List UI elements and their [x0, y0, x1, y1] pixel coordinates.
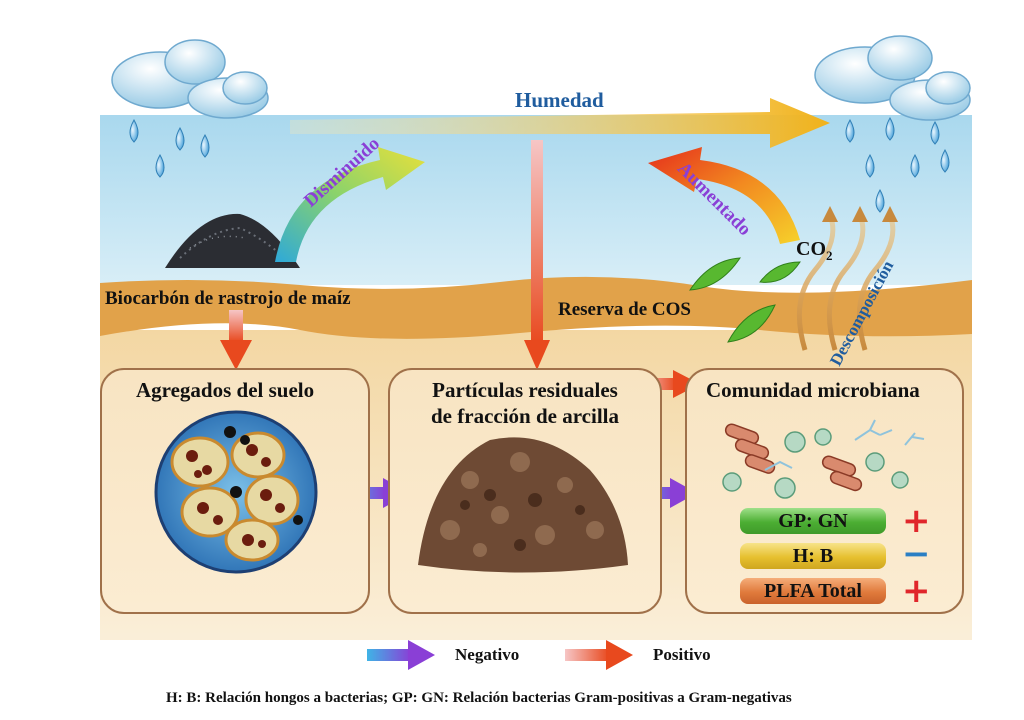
minus-sign-icon: − — [902, 534, 931, 574]
legend-positive-label: Positivo — [653, 645, 711, 664]
microbe-icons — [722, 419, 925, 499]
microbial-title: Comunidad microbiana — [706, 378, 920, 402]
cloud-icon-right — [814, 35, 971, 121]
center-positive-arrow — [524, 140, 550, 370]
clay-pile-icon — [418, 437, 628, 573]
leaf-icons — [689, 257, 801, 343]
biochar-pile-icon — [165, 213, 300, 268]
humidity-label: Humedad — [515, 88, 604, 112]
raindrop-icons — [129, 116, 950, 213]
legend-negative-arrow — [367, 640, 435, 670]
plus-sign-icon: + — [902, 501, 931, 541]
clay-title-line2: de fracción de arcilla — [431, 404, 619, 428]
aggregates-title: Agregados del suelo — [136, 378, 315, 402]
cloud-icon-left — [111, 39, 269, 119]
co2-label: CO2 — [796, 238, 833, 263]
humidity-arrow — [290, 98, 830, 148]
clay-title-line1: Partículas residuales — [432, 378, 618, 402]
legend-positive-arrow — [565, 640, 633, 670]
indicator-h-b: H: B — [740, 543, 886, 569]
biochar-to-aggregates-arrow — [220, 310, 252, 370]
biochar-label: Biocarbón de rastrojo de maíz — [105, 288, 351, 309]
plus-sign-icon: + — [902, 571, 931, 611]
soc-pool-label: Reserva de COS — [558, 299, 691, 320]
increased-arrow — [648, 147, 800, 244]
soil-aggregate-icon — [154, 410, 318, 574]
footnote: H: B: Relación hongos a bacterias; GP: G… — [166, 690, 792, 706]
decreased-arrow — [275, 147, 425, 262]
decomposition-arrows — [796, 214, 896, 351]
legend-negative-label: Negativo — [455, 645, 520, 664]
indicator-plfa-total: PLFA Total — [740, 578, 886, 604]
indicator-gp-gn: GP: GN — [740, 508, 886, 534]
